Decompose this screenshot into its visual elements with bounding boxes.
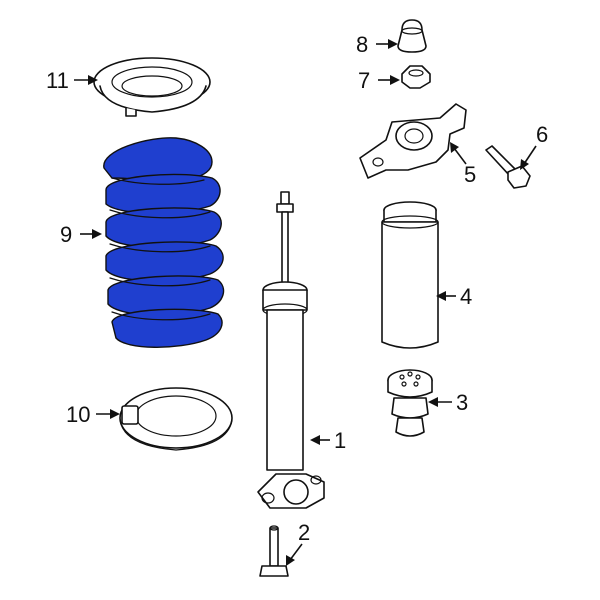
callout-8: 8 [356,32,398,57]
bump-stop[interactable] [387,369,433,437]
shock-absorber[interactable] [257,191,325,509]
callout-label-5: 5 [464,162,476,187]
callout-10: 10 [66,402,120,427]
dust-boot[interactable] [381,201,439,349]
upper-spring-seat[interactable] [93,57,211,117]
callout-5: 5 [450,142,476,187]
callout-label-9: 9 [60,222,72,247]
callout-2: 2 [286,520,310,566]
callout-label-7: 7 [358,68,370,93]
callout-label-11: 11 [46,68,69,93]
callout-label-8: 8 [356,32,368,57]
nut[interactable] [401,65,431,89]
callout-label-3: 3 [456,390,468,415]
callout-label-10: 10 [66,402,90,427]
callout-label-6: 6 [536,122,548,147]
upper-mount-bracket[interactable] [359,103,467,179]
mount-bolt[interactable] [485,145,531,189]
coil-spring[interactable] [103,137,225,348]
upper-bushing[interactable] [397,19,427,53]
callout-4: 4 [436,284,472,309]
callout-7: 7 [358,68,400,93]
callout-3: 3 [428,390,468,415]
callout-9: 9 [60,222,102,247]
lower-spring-seat[interactable] [119,387,233,451]
callout-label-1: 1 [334,428,346,453]
callout-11: 11 [46,68,98,93]
callout-label-4: 4 [460,284,472,309]
callout-1: 1 [310,428,346,453]
lower-mounting-bolt[interactable] [259,525,289,577]
callout-6: 6 [520,122,548,170]
callout-label-2: 2 [298,520,310,545]
